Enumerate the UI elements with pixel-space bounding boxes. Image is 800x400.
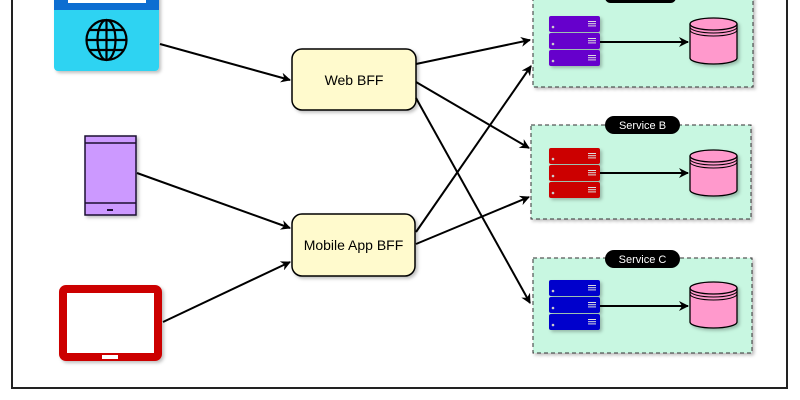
web-browser-globe-icon: [54, 0, 159, 71]
arrow-web-bff-to-service-c: [415, 97, 531, 304]
outer-frame: [11, 0, 788, 389]
arrow-web-bff-to-service-b: [415, 81, 530, 149]
arrow-mobile-bff-to-service-b: [415, 195, 530, 245]
mobile-phone-icon: [84, 135, 137, 216]
arrow-mobile-bff-to-service-a: [415, 65, 532, 233]
service-c-label: Service C: [619, 254, 667, 266]
web-bff-node: [291, 48, 417, 111]
mobile-bff-label: Mobile App BFF: [304, 237, 404, 253]
mobile-bff-node: [291, 213, 416, 277]
web-bff-label: Web BFF: [325, 72, 384, 88]
arrow-browser-to-web-bff: [159, 43, 291, 83]
service-b-label: Service B: [619, 120, 666, 132]
database-icon-a: [689, 17, 738, 65]
database-icon-b: [689, 149, 738, 197]
tablet-icon: [59, 285, 162, 361]
server-stack-icon-b: [549, 148, 600, 198]
server-stack-icon-c: [549, 280, 600, 330]
database-icon-c: [689, 281, 738, 329]
arrow-tablet-to-mobile-bff: [162, 261, 291, 323]
server-stack-icon-a: [549, 16, 600, 66]
arrow-web-bff-to-service-a: [415, 36, 531, 65]
arrow-phone-to-mobile-bff: [136, 172, 291, 230]
